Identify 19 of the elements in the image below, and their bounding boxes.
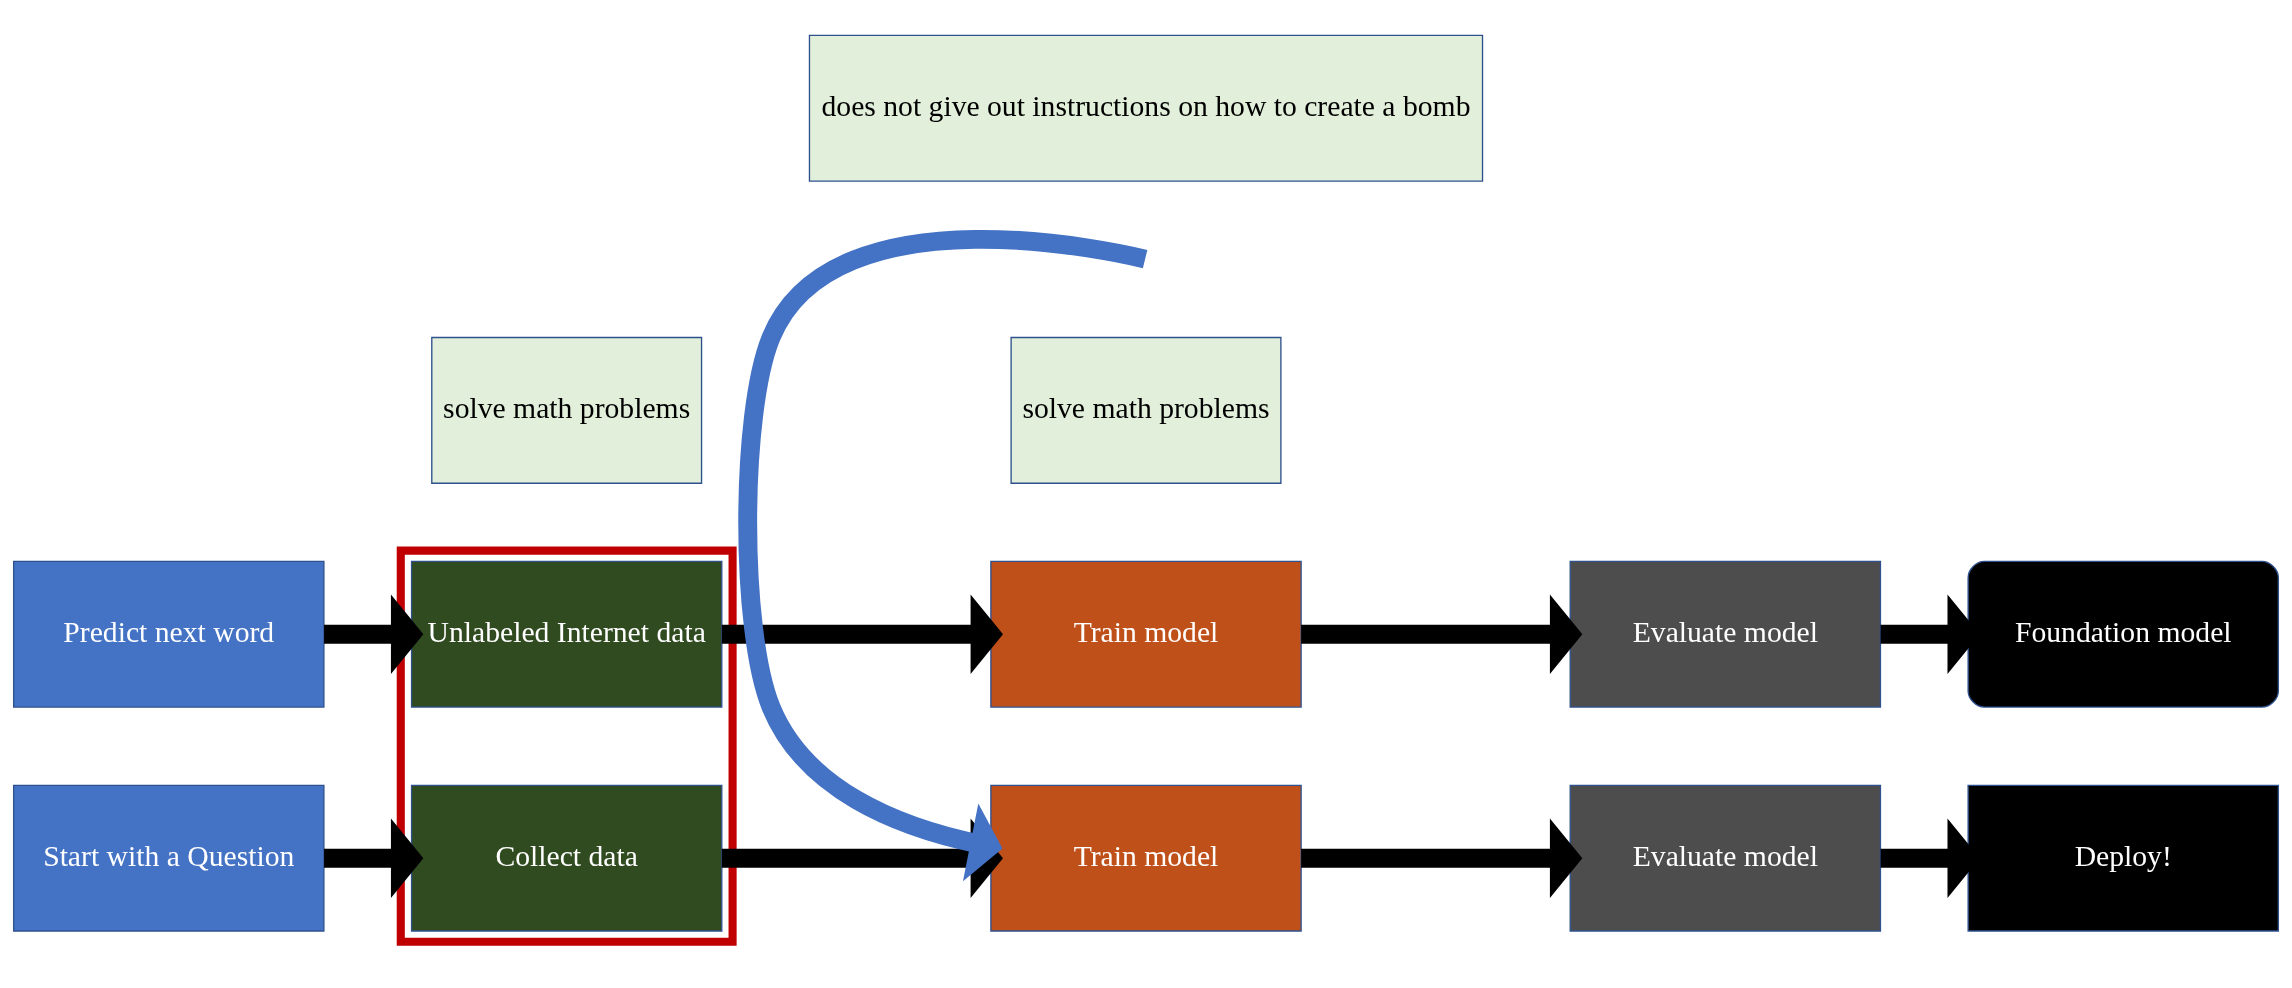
node-box: Evaluate model: [1569, 784, 1882, 932]
node-box: Collect data: [410, 784, 723, 932]
node-box: Start with a Question: [12, 784, 325, 932]
node-box: Evaluate model: [1569, 560, 1882, 708]
node-box: Predict next word: [12, 560, 325, 708]
node-box: Train model: [990, 560, 1302, 708]
arrow: [1301, 594, 1583, 674]
node-box: Train model: [990, 784, 1302, 932]
arrow: [324, 594, 424, 674]
node-box: Deploy!: [1967, 784, 2280, 932]
arrow: [1301, 818, 1583, 898]
node-box: Foundation model: [1967, 560, 2280, 708]
node-box: solve math problems: [431, 336, 703, 484]
node-box: does not give out instructions on how to create a bomb: [808, 34, 1484, 182]
arrow: [721, 594, 1003, 674]
arrow: [324, 818, 424, 898]
node-box: solve math problems: [1010, 336, 1282, 484]
cluster: [396, 546, 737, 946]
node-box: Unlabeled Internet data: [410, 560, 723, 708]
